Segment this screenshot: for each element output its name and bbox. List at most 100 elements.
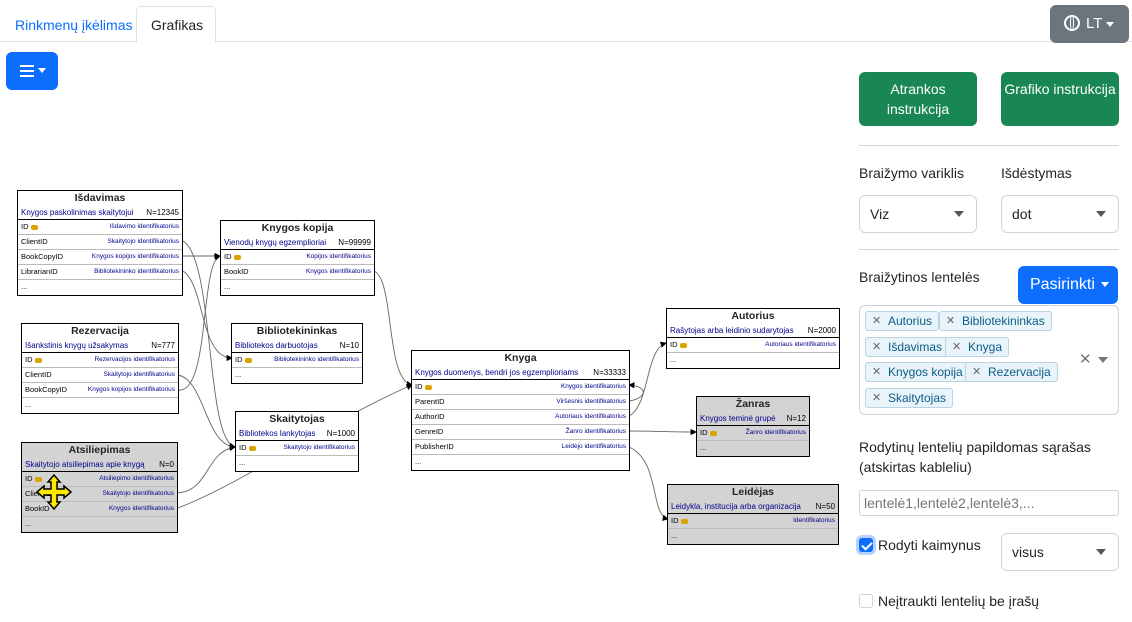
tab-bar: Rinkmenų įkėlimas Grafikas LT [0,0,1132,43]
edge-isdavimas-bibliotekininkas [182,270,233,362]
pick-tables-button[interactable]: Pasirinkti [1018,266,1118,304]
field-name-cell: AuthorID [415,410,445,424]
selected-tables-box[interactable]: ✕Autorius ✕Bibliotekininkas ✕Išdavimas ✕… [859,305,1119,415]
field-description: Bibliotekininko identifikatorius [274,356,359,363]
node-description-text: Rašytojas arba leidinio sudarytojas [670,326,794,335]
exclude-empty-checkbox[interactable] [859,594,873,608]
field-row[interactable]: ... [236,456,358,471]
remove-chip-icon[interactable]: ✕ [872,341,882,353]
chart-instructions-button[interactable]: Grafiko instrukcija [1001,72,1119,126]
field-description: Žanro identifikatorius [565,428,626,435]
field-row[interactable]: ID Kopijos identifikatorius [221,250,374,265]
node-description-text: Knygos paskolinimas skaitytojui [21,208,134,217]
key-icon [679,342,687,348]
field-row[interactable]: ... [221,280,374,295]
field-name-cell: ID [21,220,38,234]
field-name: ID [700,428,708,437]
menu-dropdown-button[interactable] [6,52,58,90]
node-description-text: Bibliotekos lankytojas [239,429,316,438]
field-name: PublisherID [415,442,454,451]
field-row[interactable]: ... [412,455,629,470]
field-row[interactable]: ... [22,398,178,413]
language-dropdown[interactable]: LT [1050,5,1129,43]
node-description-text: Vienodų knygų egzemplioriai [224,238,327,247]
chevron-down-icon[interactable] [1098,357,1108,363]
caret-down-icon [1100,282,1109,288]
remove-chip-icon[interactable]: ✕ [952,341,962,353]
tab-file-upload[interactable]: Rinkmenų įkėlimas [15,17,133,33]
field-description: Knygos identifikatorius [560,383,626,390]
chip-bibliotekininkas: ✕Bibliotekininkas [939,311,1052,331]
field-row[interactable]: ... [667,353,839,368]
divider [859,249,1119,250]
field-name-cell: BookCopyID [21,250,63,264]
extra-list-input[interactable] [859,490,1119,516]
field-name: ... [671,531,678,540]
caret-down-icon [1106,21,1115,27]
remove-chip-icon[interactable]: ✕ [872,392,882,404]
engine-select[interactable]: Viz [859,195,977,233]
remove-chip-icon[interactable]: ✕ [972,366,982,378]
field-row[interactable]: ... [668,529,838,544]
chip-label: Knyga [968,340,1003,354]
field-description: Knygos identifikatorius [305,268,371,275]
field-row[interactable]: ... [232,368,362,383]
field-description: Kopijos identifikatorius [306,253,371,260]
caret-down-icon [38,68,46,73]
record-count: N=777 [151,341,175,350]
pick-tables-label: Pasirinkti [1030,276,1095,293]
field-description: Knygos kopijos identifikatorius [87,386,175,393]
remove-chip-icon[interactable]: ✕ [946,315,956,327]
selection-instructions-button[interactable]: Atrankos instrukcija [859,72,977,126]
record-count: N=2000 [807,326,836,335]
neighbors-select[interactable]: visus [1001,533,1119,571]
clear-all-icon[interactable]: ✕ [1079,351,1092,368]
remove-chip-icon[interactable]: ✕ [872,366,882,378]
node-description: Rašytojas arba leidinio sudarytojas N=200… [667,324,839,338]
field-name: ID [21,222,29,231]
field-row[interactable]: ... [697,441,809,456]
field-row[interactable]: ... [22,517,177,532]
tables-label: Braižytinos lentelės [859,269,980,285]
remove-chip-icon[interactable]: ✕ [872,315,882,327]
node-title: Išdavimas [74,192,126,204]
layout-select[interactable]: dot [1001,195,1119,233]
record-count: N=33333 [593,368,626,377]
show-neighbors-checkbox[interactable] [859,538,873,552]
field-description: Skaitytojo identifikatorius [103,371,175,378]
field-name: ID [224,252,232,261]
tab-graph[interactable]: Grafikas [136,6,216,43]
field-row[interactable]: ... [18,280,182,295]
